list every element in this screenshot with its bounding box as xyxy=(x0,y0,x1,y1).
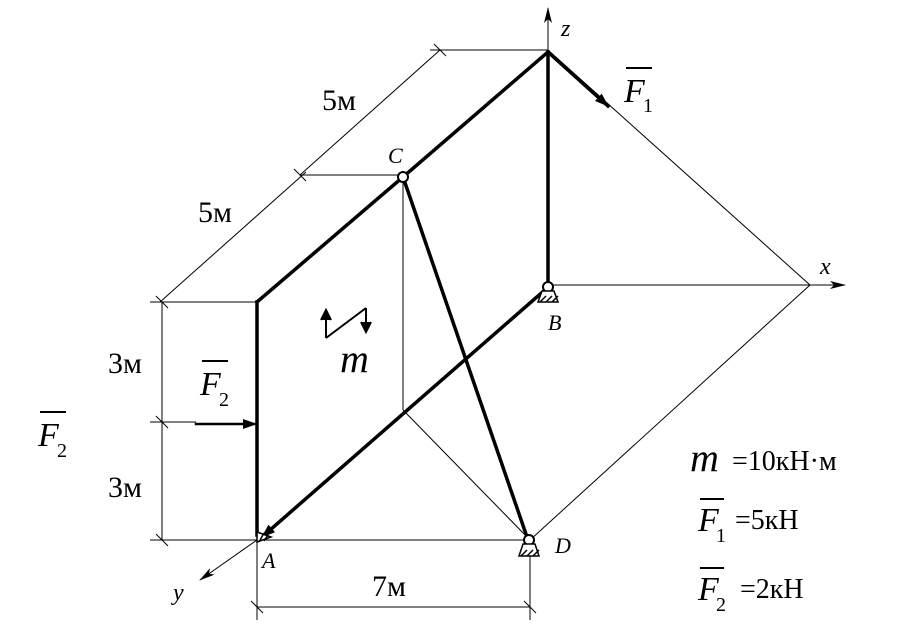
dim-diagonal-label: 5м xyxy=(198,196,232,229)
tick xyxy=(523,600,537,614)
svg-text:=10кН·м: =10кН·м xyxy=(732,446,837,477)
dim-lower-height-label: 3м xyxy=(108,471,142,504)
svg-text:m: m xyxy=(690,435,719,480)
dim-upper-height-label: 3м xyxy=(108,347,142,380)
svg-text:F: F xyxy=(623,73,646,110)
joint-c xyxy=(397,171,409,183)
given-m: m =10кН·м xyxy=(690,435,837,480)
force-f2-label: F 2 xyxy=(199,360,229,411)
axis-z-label: z xyxy=(560,16,571,42)
y-axis-extension xyxy=(199,539,258,581)
tick xyxy=(293,168,307,182)
f1-arrow xyxy=(545,49,611,109)
svg-text:F: F xyxy=(37,417,60,454)
svg-text:2: 2 xyxy=(716,594,726,616)
point-d-label: D xyxy=(554,533,571,558)
support-a-icon xyxy=(256,530,274,544)
support-d-icon xyxy=(517,534,541,557)
left-dimension-line xyxy=(159,171,307,303)
c-to-d-rod xyxy=(400,174,530,540)
moment-icon xyxy=(320,307,372,339)
left-to-c-member xyxy=(254,174,406,305)
axis-y-label: y xyxy=(171,580,184,606)
force-f2-side-label: F 2 xyxy=(37,411,67,462)
svg-text:1: 1 xyxy=(643,95,653,117)
d-to-x-line xyxy=(529,284,811,541)
b-to-a-member xyxy=(259,286,549,540)
axis-x-label: x xyxy=(819,254,831,280)
given-f2: F 2 =2кН xyxy=(697,567,804,616)
svg-text:F: F xyxy=(697,571,720,608)
tick xyxy=(155,415,169,429)
svg-text:2: 2 xyxy=(57,440,67,462)
point-a-label: A xyxy=(260,548,276,573)
svg-text:1: 1 xyxy=(716,525,726,547)
svg-text:2: 2 xyxy=(219,389,229,411)
moment-m-label: m xyxy=(340,336,369,381)
tick xyxy=(433,43,447,57)
c-to-top-member xyxy=(400,49,551,180)
given-f1: F 1 =5кН xyxy=(697,498,799,547)
svg-text:F: F xyxy=(199,366,222,403)
svg-text:=2кН: =2кН xyxy=(740,574,804,605)
svg-text:F: F xyxy=(697,502,720,539)
construction-lines xyxy=(150,7,846,620)
svg-text:=5кН: =5кН xyxy=(735,505,799,536)
tick xyxy=(155,533,169,547)
projection-to-d xyxy=(402,409,531,541)
structure-members xyxy=(194,49,611,540)
point-c-label: C xyxy=(388,143,403,168)
support-b-icon xyxy=(536,281,560,303)
tick xyxy=(155,295,169,309)
force-f1-label: F 1 xyxy=(623,67,653,117)
top-dimension-line xyxy=(299,49,441,176)
dim-top-label: 5м xyxy=(322,84,356,117)
tick xyxy=(250,600,264,614)
dim-bottom-label: 7м xyxy=(372,570,406,603)
point-b-label: B xyxy=(548,310,561,335)
